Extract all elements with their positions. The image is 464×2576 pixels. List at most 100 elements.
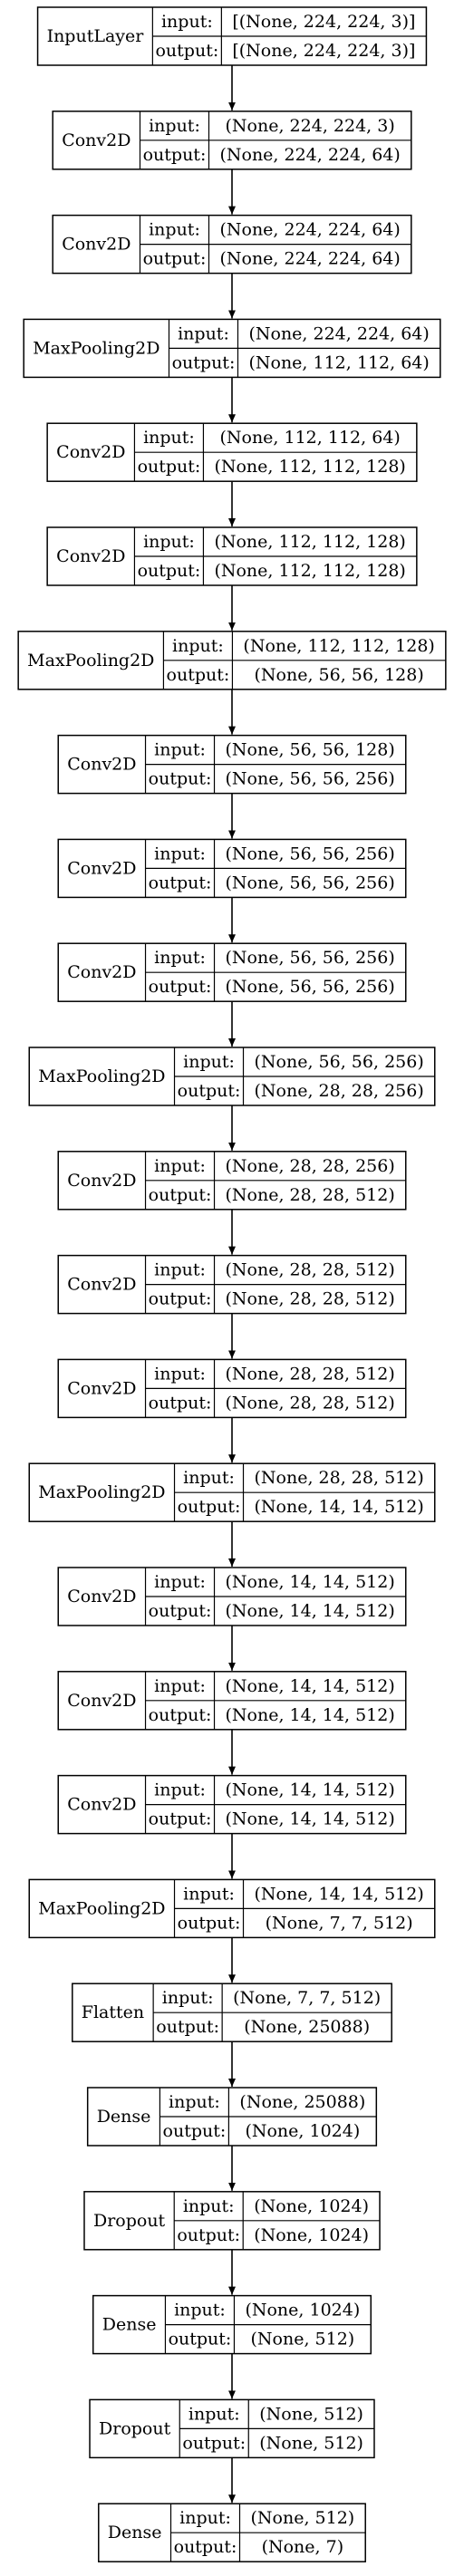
layer-node: Dense input: output: (None, 512) (None, 7) <box>98 2503 366 2562</box>
input-label: input: <box>183 1884 235 1904</box>
layer-name: Conv2D <box>67 755 136 775</box>
input-label: input: <box>174 2301 226 2320</box>
input-label: input: <box>179 2508 231 2528</box>
output-label: output: <box>178 1913 241 1933</box>
output-label: output: <box>149 977 212 997</box>
output-shape: (None, 28, 28, 512) <box>226 1289 395 1309</box>
layer-name: MaxPooling2D <box>27 651 154 671</box>
layer-name: Dense <box>108 2523 162 2542</box>
input-label: input: <box>154 844 206 863</box>
output-shape: (None, 56, 56, 256) <box>226 873 395 892</box>
input-label: input: <box>154 1156 206 1176</box>
layer-name: Dense <box>102 2315 157 2335</box>
layer-name: Dense <box>97 2107 151 2127</box>
output-shape: (None, 512) <box>251 2330 355 2349</box>
input-shape: (None, 28, 28, 512) <box>255 1468 424 1488</box>
output-shape: (None, 1024) <box>254 2225 369 2245</box>
input-shape: (None, 224, 224, 64) <box>248 323 429 343</box>
output-label: output: <box>149 1705 212 1725</box>
layer-name: MaxPooling2D <box>33 338 160 358</box>
layer-node: Dense input: output: (None, 1024) (None, 512… <box>92 2294 372 2355</box>
input-shape: (None, 1024) <box>254 2196 369 2216</box>
input-label: input: <box>183 1052 235 1072</box>
output-shape: (None, 28, 28, 256) <box>255 1081 424 1101</box>
layer-nodes: InputLayer input: output: [(None, 224, 224,… <box>17 6 447 2562</box>
layer-name: Conv2D <box>67 962 136 982</box>
output-shape: (None, 224, 224, 64) <box>219 145 400 165</box>
layer-name: Conv2D <box>67 1795 136 1815</box>
output-label: output: <box>156 2017 219 2037</box>
input-label: input: <box>178 323 229 343</box>
output-label: output: <box>143 249 207 269</box>
output-label: output: <box>174 2537 237 2557</box>
input-shape: [(None, 224, 224, 3)] <box>232 12 415 32</box>
input-shape: (None, 112, 112, 128) <box>214 532 405 552</box>
input-label: input: <box>172 636 224 656</box>
output-label: output: <box>163 2121 227 2141</box>
input-shape: (None, 56, 56, 128) <box>226 740 395 760</box>
output-shape: (None, 56, 56, 256) <box>226 769 395 789</box>
output-label: output: <box>149 1289 212 1309</box>
input-shape: (None, 28, 28, 256) <box>226 1156 395 1176</box>
input-shape: (None, 56, 56, 256) <box>226 844 395 863</box>
output-label: output: <box>138 561 201 581</box>
output-label: output: <box>149 1809 212 1829</box>
input-label: input: <box>149 220 200 240</box>
layer-name: Conv2D <box>67 1171 136 1191</box>
output-label: output: <box>149 769 212 789</box>
output-shape: (None, 14, 14, 512) <box>226 1809 395 1829</box>
input-shape: (None, 28, 28, 512) <box>226 1260 395 1280</box>
layer-name: InputLayer <box>47 26 145 46</box>
input-label: input: <box>161 12 213 32</box>
layer-name: MaxPooling2D <box>38 1066 165 1086</box>
layer-name: Conv2D <box>56 442 125 462</box>
output-label: output: <box>169 2330 232 2349</box>
layer-name: Dropout <box>99 2418 171 2438</box>
output-shape: (None, 7) <box>262 2537 344 2557</box>
layer-name: MaxPooling2D <box>38 1898 165 1918</box>
input-shape: (None, 112, 112, 128) <box>243 636 434 656</box>
output-shape: (None, 56, 56, 128) <box>255 665 424 685</box>
input-shape: (None, 512) <box>259 2404 363 2424</box>
input-shape: (None, 1024) <box>245 2301 360 2320</box>
input-label: input: <box>154 1260 206 1280</box>
input-label: input: <box>154 1572 206 1592</box>
output-label: output: <box>178 1081 241 1101</box>
layer-name: MaxPooling2D <box>38 1482 165 1502</box>
output-shape: (None, 14, 14, 512) <box>226 1601 395 1621</box>
output-shape: [(None, 224, 224, 3)] <box>232 41 415 61</box>
output-label: output: <box>178 1497 241 1517</box>
output-shape: (None, 28, 28, 512) <box>226 1185 395 1205</box>
input-shape: (None, 28, 28, 512) <box>226 1364 395 1384</box>
output-shape: (None, 25088) <box>244 2017 370 2037</box>
input-shape: (None, 14, 14, 512) <box>226 1780 395 1800</box>
output-label: output: <box>143 145 207 165</box>
output-shape: (None, 112, 112, 128) <box>214 457 405 477</box>
output-shape: (None, 512) <box>259 2433 363 2453</box>
input-shape: (None, 224, 224, 3) <box>226 116 395 136</box>
input-shape: (None, 14, 14, 512) <box>226 1572 395 1592</box>
input-label: input: <box>149 116 200 136</box>
input-shape: (None, 512) <box>251 2508 355 2528</box>
output-label: output: <box>149 1601 212 1621</box>
output-label: output: <box>167 665 230 685</box>
output-shape: (None, 14, 14, 512) <box>255 1497 424 1517</box>
input-label: input: <box>154 1364 206 1384</box>
layer-name: Flatten <box>82 2002 144 2022</box>
input-shape: (None, 56, 56, 256) <box>255 1052 424 1072</box>
